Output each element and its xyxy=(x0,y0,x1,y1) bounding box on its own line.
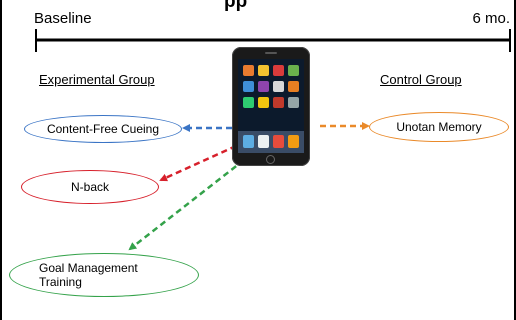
experimental-group-header: Experimental Group xyxy=(39,72,155,87)
frame-right-border xyxy=(514,0,516,320)
timeline-start-label: Baseline xyxy=(34,10,92,27)
phone-screen xyxy=(238,59,304,153)
frame-left-border xyxy=(0,0,2,320)
arm-content-free-cueing-label: Content-Free Cueing xyxy=(46,122,160,136)
arm-content-free-cueing: Content-Free Cueing xyxy=(24,115,182,143)
arm-n-back-label: N-back xyxy=(70,180,109,194)
arm-unotan-memory-label: Unotan Memory xyxy=(396,120,482,134)
control-group-header: Control Group xyxy=(380,72,462,87)
title-fragment: pp xyxy=(224,0,248,12)
timeline-end-label: 6 mo. xyxy=(472,10,510,27)
smartphone-icon xyxy=(232,47,310,166)
arm-unotan-memory: Unotan Memory xyxy=(369,112,509,142)
phone-app-grid xyxy=(238,59,304,153)
arm-goal-management-training: Goal Management Training xyxy=(9,253,199,297)
arrow-to-n-back xyxy=(159,144,237,182)
arm-n-back: N-back xyxy=(21,170,159,204)
arm-goal-management-training-label: Goal Management Training xyxy=(39,261,138,289)
phone-home-button xyxy=(266,155,275,164)
arrow-to-goal-management-training xyxy=(128,159,245,251)
phone-speaker xyxy=(265,52,277,54)
